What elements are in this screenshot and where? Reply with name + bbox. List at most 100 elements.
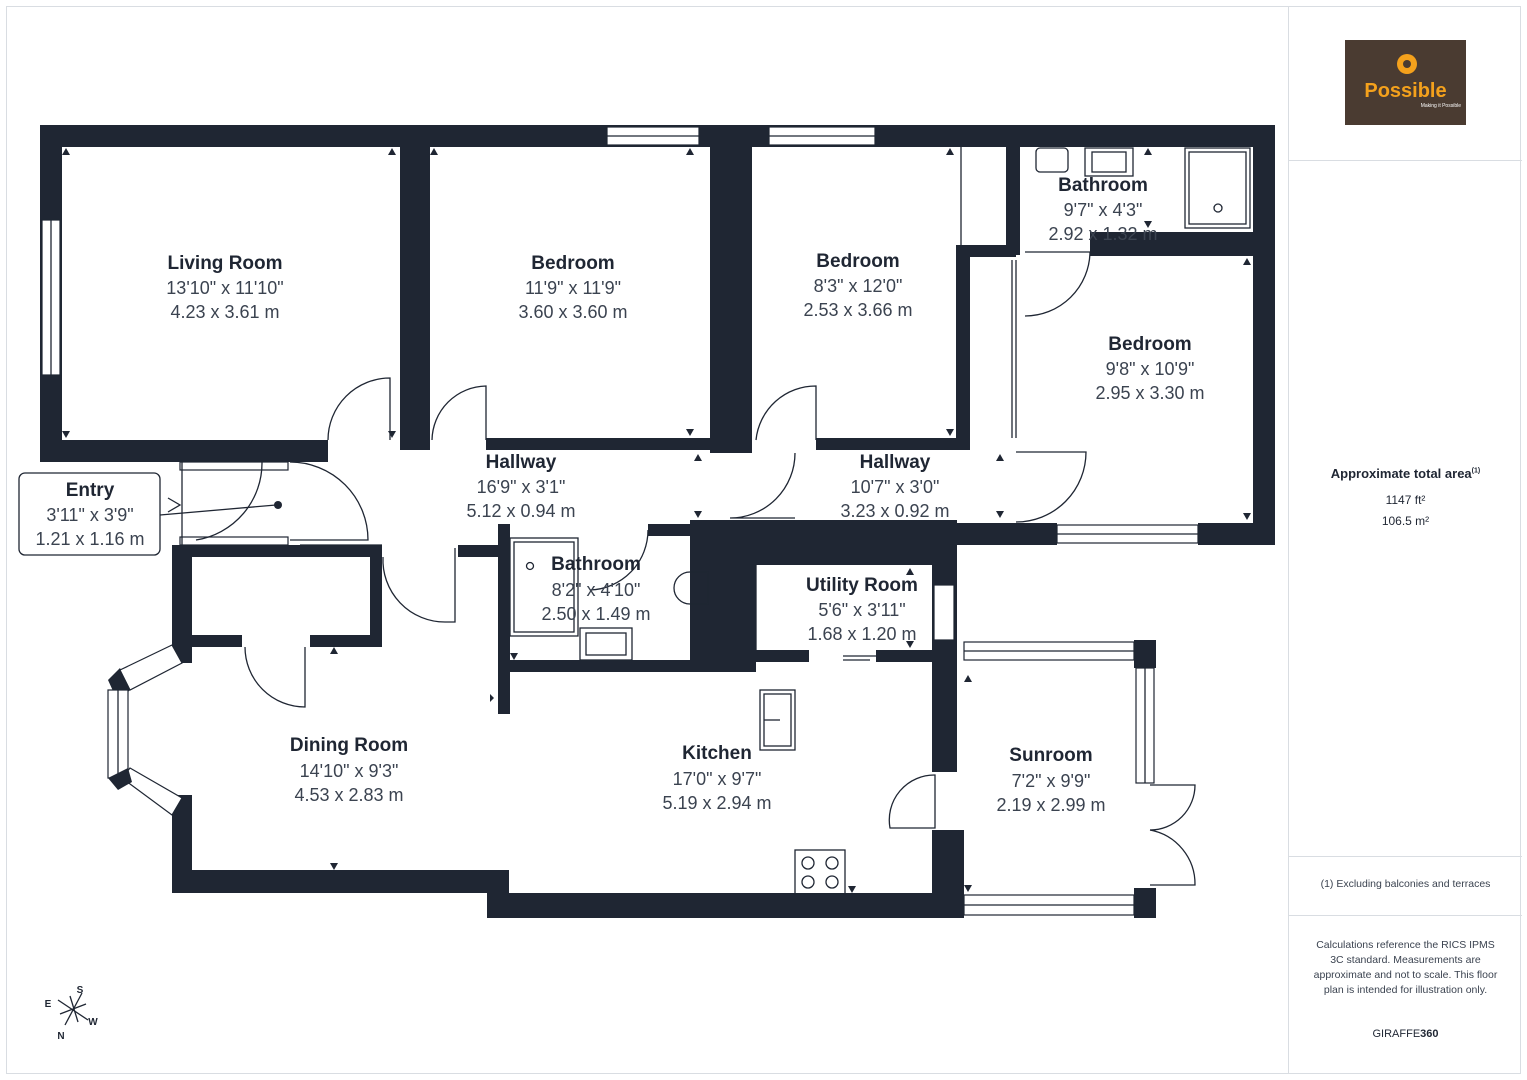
dimension-ticks [62, 148, 1251, 893]
compass-e: E [45, 999, 52, 1010]
bedroom-1-name: Bedroom [531, 253, 614, 274]
hallway-2-imperial: 10'7" x 3'0" [851, 477, 940, 497]
area-ft2: 1147 ft² [1385, 493, 1426, 507]
closet-east-wall [370, 545, 382, 647]
hallway-2-metric: 3.23 x 0.92 m [840, 501, 949, 521]
area-footnote: (1) Excluding balconies and terraces [1320, 878, 1491, 890]
entry-glass-bottom [179, 536, 289, 546]
bath1-west-wall [1006, 125, 1020, 255]
utility-south-wall-w [756, 650, 809, 662]
bed3-west-wall [956, 245, 970, 450]
bay-window-upper [119, 644, 183, 691]
kitchen-south-wall [487, 893, 964, 918]
compass-w: W [88, 1017, 98, 1028]
window-utility [933, 584, 955, 641]
bed3-south-wall-e [1198, 523, 1275, 545]
sunroom-imperial: 7'2" x 9'9" [1012, 771, 1091, 791]
partition-bath2-utility [690, 520, 756, 670]
utility-room-metric: 1.68 x 1.20 m [807, 624, 916, 644]
bedroom-3-name: Bedroom [1108, 334, 1191, 355]
bedroom-2-name: Bedroom [816, 251, 899, 272]
area-m2: 106.5 m² [1381, 514, 1430, 528]
entry-label-box [18, 472, 161, 556]
bed1-south-wall [486, 438, 711, 450]
bed2-south-wall [816, 438, 956, 450]
living-south-wall [40, 440, 328, 462]
compass-n: N [57, 1031, 64, 1042]
area-title: Approximate total area(1) [1330, 466, 1481, 481]
partition-bed1-bed2 [710, 125, 752, 453]
fixtures [159, 147, 1251, 895]
compass-s: S [77, 985, 84, 996]
kitchen-name: Kitchen [682, 743, 752, 764]
utility-south-wall-e [876, 650, 936, 662]
info-sidebar: Possible Making it Possible Approximate … [1288, 6, 1522, 1074]
hallway-2-name: Hallway [860, 452, 931, 473]
hall-stub [458, 545, 503, 557]
dining-west-wall-s [172, 795, 192, 893]
bathroom-1-name: Bathroom [1058, 175, 1148, 196]
hallway-1-name: Hallway [486, 452, 557, 473]
entry-name: Entry [66, 480, 115, 501]
utility-room-imperial: 5'6" x 3'11" [818, 600, 905, 620]
dining-south-wall [172, 870, 509, 893]
entry-glass-top [179, 461, 289, 471]
sunroom-name: Sunroom [1009, 745, 1092, 766]
entry-imperial: 3'11" x 3'9" [46, 505, 133, 525]
closet-south-w [192, 635, 242, 647]
bay-window-lower [121, 767, 183, 816]
kitchen-imperial: 17'0" x 9'7" [673, 769, 762, 789]
bedroom-3-metric: 2.95 x 3.30 m [1095, 383, 1204, 403]
partition-living-bed1 [400, 125, 430, 450]
bedroom-3-imperial: 9'8" x 10'9" [1106, 359, 1195, 379]
bath2-south-wall [498, 660, 756, 672]
disclaimer: Calculations reference the RICS IPMS 3C … [1313, 939, 1498, 996]
hallway-1-metric: 5.12 x 0.94 m [466, 501, 575, 521]
sunroom-west-stub [932, 748, 957, 772]
floor-plan: Living Room 13'10" x 11'10" 4.23 x 3.61 … [18, 125, 1275, 1042]
logo-name: Possible [1364, 80, 1447, 102]
divider [1289, 160, 1522, 161]
logo-pin-icon [1397, 54, 1417, 74]
dining-room-imperial: 14'10" x 9'3" [300, 761, 399, 781]
bedroom-1-imperial: 11'9" x 11'9" [525, 278, 621, 298]
bedroom-1-metric: 3.60 x 3.60 m [518, 302, 627, 322]
divider [1289, 915, 1522, 916]
compass-icon: E S W N [45, 985, 99, 1042]
dining-room-name: Dining Room [290, 735, 408, 756]
bathroom-2-metric: 2.50 x 1.49 m [541, 604, 650, 624]
page-frame [6, 6, 1521, 1074]
sunroom-se-stub [1134, 888, 1156, 918]
closet-south-e [310, 635, 382, 647]
bath1-south-wall [1090, 232, 1275, 256]
windows [41, 126, 1199, 916]
divider [1289, 856, 1522, 857]
kitchen-metric: 5.19 x 2.94 m [662, 793, 771, 813]
bed3-north-stub [956, 245, 1016, 257]
bathroom-1-metric: 2.92 x 1.32 m [1048, 224, 1157, 244]
doors [181, 147, 1196, 886]
dining-room-metric: 4.53 x 2.83 m [294, 785, 403, 805]
entry-metric: 1.21 x 1.16 m [35, 529, 144, 549]
bathroom-2-name: Bathroom [551, 554, 641, 575]
hallway-1-imperial: 16'9" x 3'1" [477, 477, 566, 497]
utility-room-name: Utility Room [806, 575, 918, 596]
living-room-metric: 4.23 x 3.61 m [170, 302, 279, 322]
east-wall [1253, 125, 1275, 545]
logo-tagline: Making it Possible [1420, 103, 1461, 109]
utility-east-wall [932, 545, 957, 750]
walls [40, 125, 1275, 918]
bedroom-2-metric: 2.53 x 3.66 m [803, 300, 912, 320]
bathroom-2-imperial: 8'2" x 4'10" [552, 580, 641, 600]
sunroom-ne-stub [1134, 640, 1156, 668]
bathroom-1-imperial: 9'7" x 4'3" [1064, 200, 1143, 220]
dining-west-wall-n [172, 545, 192, 663]
bedroom-2-imperial: 8'3" x 12'0" [814, 276, 903, 296]
company-logo: Possible Making it Possible [1345, 40, 1466, 125]
room-labels: Living Room 13'10" x 11'10" 4.23 x 3.61 … [35, 175, 1204, 815]
sunroom-metric: 2.19 x 2.99 m [996, 795, 1105, 815]
bed3-south-wall-w [955, 523, 1057, 545]
closet-north-wall [172, 545, 382, 557]
living-room-name: Living Room [167, 253, 282, 274]
living-room-imperial: 13'10" x 11'10" [166, 278, 283, 298]
